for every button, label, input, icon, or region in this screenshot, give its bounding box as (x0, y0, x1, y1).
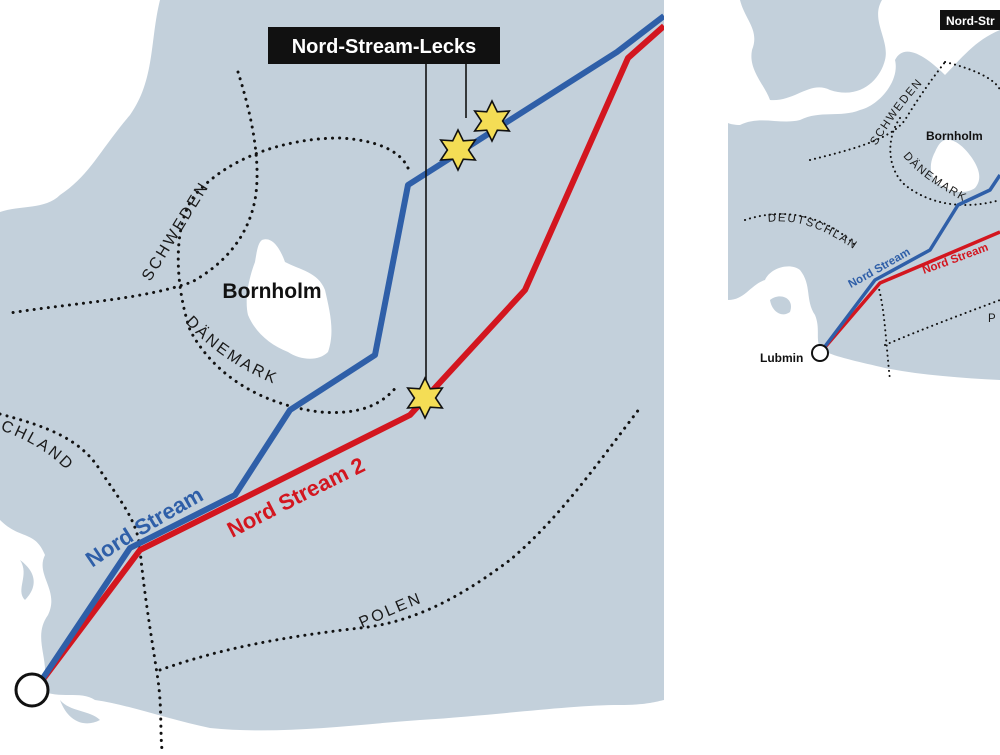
inset-map: Nord-Str Bornholm SCHWEDEN DÄNEMARK DEUT… (728, 0, 1000, 385)
star-icon (473, 99, 511, 143)
inset-callout-label: Nord-Str (946, 14, 995, 28)
bornholm-label: Bornholm (222, 280, 321, 303)
inset-german-coast (728, 266, 1000, 385)
leak-marker (406, 376, 444, 420)
bornholm-island (246, 239, 332, 359)
leak-marker (473, 99, 511, 143)
inset-nord-stream-pipeline (818, 174, 1000, 355)
main-map: Nord-Stream-Lecks Bornholm SCHWEDEN DÄNE… (0, 0, 664, 750)
inset-bornholm-label: Bornholm (926, 129, 983, 143)
nord-stream-2-pipeline (32, 23, 664, 692)
inset-nord-stream-2-pipeline (818, 230, 1000, 355)
leak-marker (439, 128, 477, 172)
sweden-coast (0, 0, 160, 212)
inset-callout-box (940, 10, 1000, 30)
inset-sweden-coast (728, 0, 1000, 125)
star-icon (439, 128, 477, 172)
callout-label: Nord-Stream-Lecks (292, 36, 477, 58)
lagoon (20, 560, 34, 600)
lubmin-marker (14, 672, 50, 708)
inset-lubmin-marker (811, 344, 829, 362)
lagoon (60, 700, 100, 724)
callout-box (268, 27, 500, 64)
callout-leaders (425, 62, 467, 385)
inset-border-lines (744, 61, 1000, 381)
inset-lubmin-label: Lubmin (760, 351, 803, 365)
nord-stream-pipeline (32, 13, 664, 692)
border-lines (0, 70, 642, 750)
inset-border-label-polen: P (988, 313, 997, 325)
inset-bornholm-island (930, 139, 980, 192)
star-icon (406, 376, 444, 420)
german-coast (0, 520, 664, 750)
